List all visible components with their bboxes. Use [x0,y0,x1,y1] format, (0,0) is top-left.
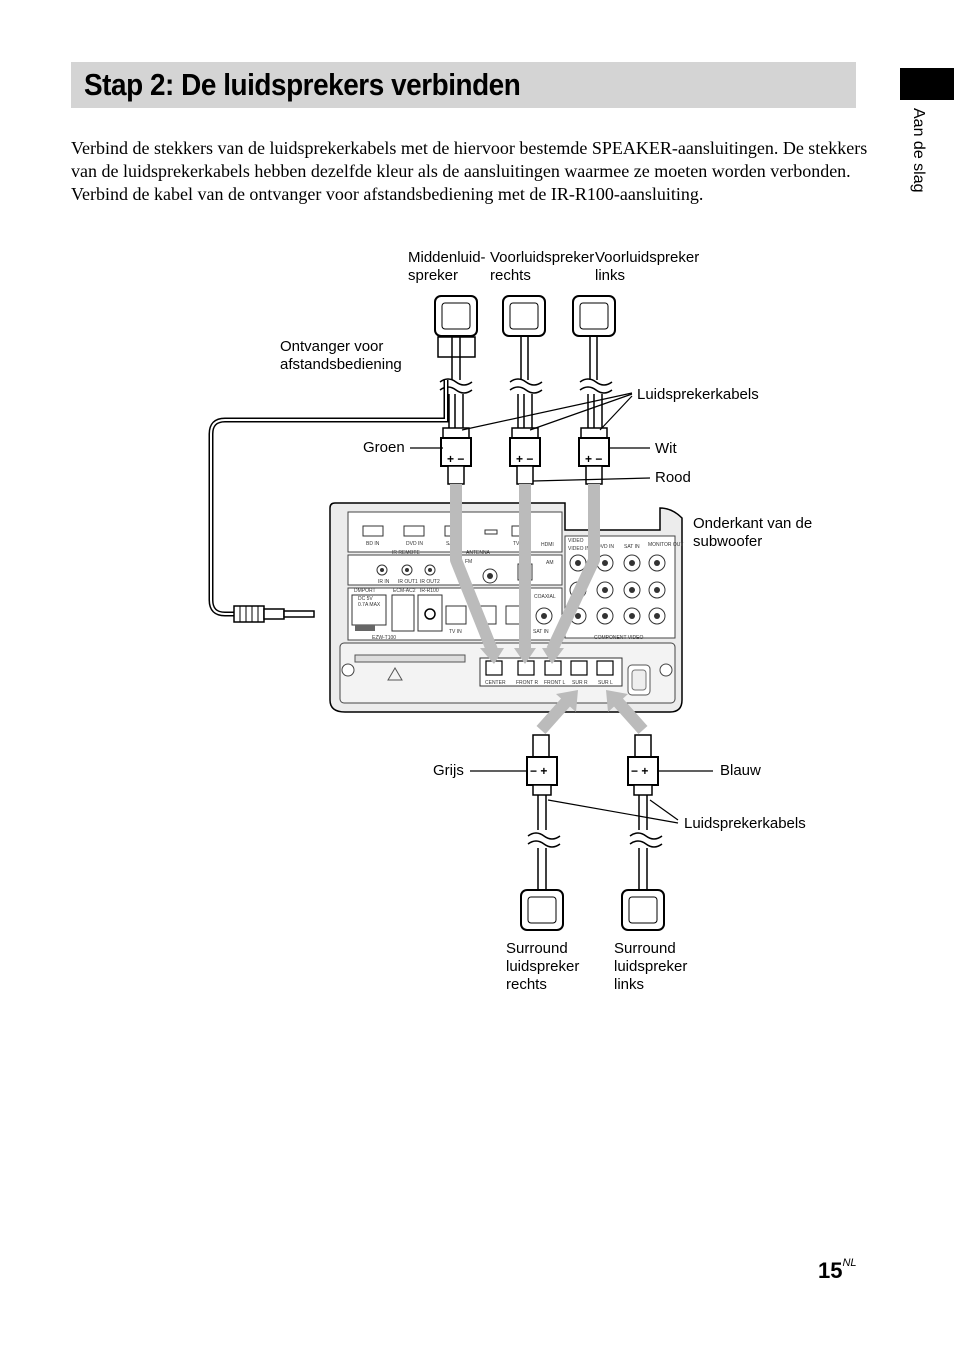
svg-text:BD IN: BD IN [366,541,380,547]
label-surround-left: Surround luidspreker links [614,940,688,993]
svg-text:IR-R100: IR-R100 [420,588,439,594]
svg-text:IR OUT2: IR OUT2 [420,579,440,585]
label-subwoofer-bottom: Onderkant van de subwoofer [693,515,813,550]
svg-text:VIDEO: VIDEO [568,538,584,544]
svg-text:− +: − + [530,764,547,778]
label-surround-right: Surround luidspreker rechts [506,940,580,993]
svg-text:TV: TV [513,541,520,547]
connection-arrows-top [450,484,600,653]
svg-text:HDMI: HDMI [541,542,554,548]
instructions: Verbind de stekkers van de luidsprekerka… [71,137,871,206]
svg-text:+ −: + − [585,452,602,466]
svg-text:− +: − + [631,764,648,778]
svg-text:FRONT L: FRONT L [544,680,566,686]
title-bar [71,62,856,108]
section-tab-marker [900,68,954,100]
svg-text:COAXIAL: COAXIAL [534,594,556,600]
svg-text:ANTENNA: ANTENNA [466,550,491,556]
svg-text:DVD IN: DVD IN [406,541,423,547]
svg-text:IR IN: IR IN [378,579,390,585]
label-front-left: Voorluidspreker links [595,249,700,284]
svg-text:DC 5V: DC 5V [358,596,373,602]
front-left-speaker-icon [572,295,616,337]
blue-plug-icon: − + [627,734,659,796]
svg-text:SUR L: SUR L [598,680,613,686]
svg-text:EZW-T100: EZW-T100 [372,635,396,641]
center-speaker-icon [434,295,478,337]
label-center-speaker: Middenluid- spreker [408,249,486,284]
connection-arrows-bottom [536,698,648,734]
instruction-paragraph-1: Verbind de stekkers van de luidsprekerka… [71,138,868,181]
svg-text:IR REMOTE: IR REMOTE [392,550,420,556]
svg-text:+ −: + − [447,452,464,466]
svg-text:ECM-AC2: ECM-AC2 [393,588,416,594]
svg-text:SUR R: SUR R [572,680,588,686]
bottom-speaker-cables [527,795,663,890]
svg-text:TV IN: TV IN [449,629,462,635]
label-front-right: Voorluidspreker rechts [490,249,595,284]
page-language: NL [842,1257,857,1269]
instruction-paragraph-2: Verbind de kabel van de ontvanger voor a… [71,184,704,204]
label-speaker-cables-top: Luidsprekerkabels [637,386,759,403]
label-white: Wit [655,440,677,457]
svg-text:SAT IN: SAT IN [624,544,640,550]
page-number-value: 15 [818,1258,843,1283]
surround-left-speaker-icon [621,889,665,931]
svg-text:FRONT R: FRONT R [516,680,539,686]
svg-text:DMPORT: DMPORT [354,588,376,594]
svg-text:VIDEO IN: VIDEO IN [568,546,590,552]
svg-text:AM: AM [546,560,554,566]
label-blue: Blauw [720,762,761,779]
svg-text:SAT IN: SAT IN [533,629,549,635]
svg-text:CENTER: CENTER [485,680,506,686]
label-ir-receiver: Ontvanger voor afstandsbediening [280,338,402,373]
label-green: Groen [363,439,405,456]
svg-text:DVD IN: DVD IN [597,544,614,550]
svg-text:+ −: + − [516,452,533,466]
svg-text:IR OUT1: IR OUT1 [398,579,418,585]
page-number: 15NL [818,1257,857,1284]
label-speaker-cables-bottom: Luidsprekerkabels [684,815,806,832]
label-red: Rood [655,469,691,486]
page-title: Stap 2: De luidsprekers verbinden [84,67,521,102]
svg-text:MONITOR OUT: MONITOR OUT [648,542,683,548]
ir-jack-icon [233,605,315,623]
top-speaker-cables [439,336,613,428]
grey-plug-icon: − + [526,734,558,796]
svg-text:FM: FM [465,559,472,565]
surround-right-speaker-icon [520,889,564,931]
ir-receiver-icon [437,336,476,358]
label-grey: Grijs [433,762,464,779]
front-right-speaker-icon [502,295,546,337]
svg-text:0.7A MAX: 0.7A MAX [358,602,381,608]
svg-text:COMPONENT VIDEO: COMPONENT VIDEO [594,635,643,641]
